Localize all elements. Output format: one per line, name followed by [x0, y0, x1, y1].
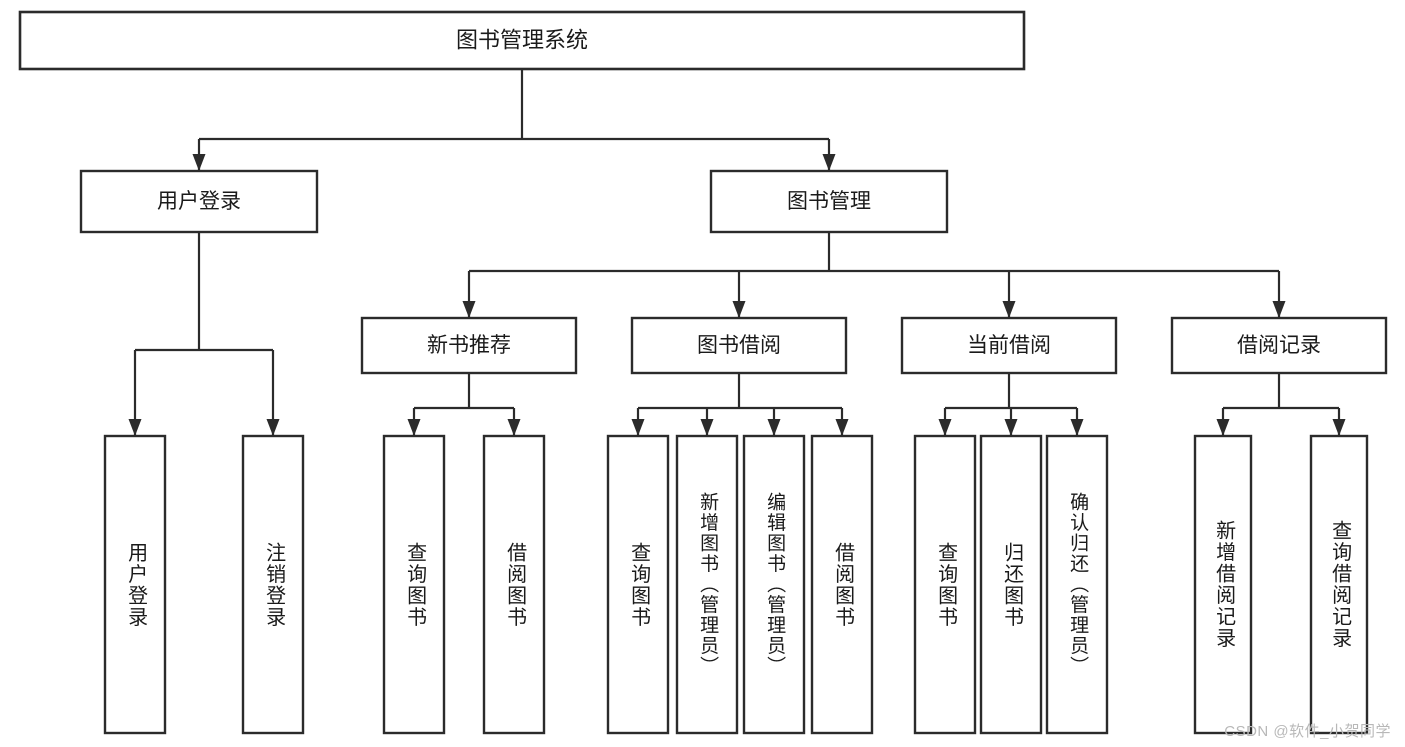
arrow-head-icon — [1070, 419, 1084, 436]
node-box-leaf-borrow-query[interactable] — [606, 434, 670, 735]
node-box-bookmgmt[interactable] — [709, 169, 949, 234]
arrow-head-icon — [700, 419, 714, 436]
node-box-leaf-user-logout[interactable] — [241, 434, 305, 735]
arrow-head-icon — [507, 419, 521, 436]
node-label-current: 当前借阅 — [967, 334, 1051, 357]
node-box-records[interactable] — [1170, 316, 1388, 375]
node-box-leaf-borrow-edit[interactable] — [742, 434, 806, 735]
node-box-leaf-newbook-query[interactable] — [382, 434, 446, 735]
arrow-head-icon — [1002, 301, 1016, 318]
node-box-leaf-newbook-borrow[interactable] — [482, 434, 546, 735]
node-box-root[interactable] — [18, 10, 1026, 71]
node-label-login: 用户登录 — [157, 190, 241, 213]
arrow-head-icon — [822, 154, 836, 171]
arrow-head-icon — [631, 419, 645, 436]
node-label-borrow: 图书借阅 — [697, 334, 781, 357]
node-box-login[interactable] — [79, 169, 319, 234]
node-label-bookmgmt: 图书管理 — [787, 190, 871, 213]
arrow-head-icon — [192, 154, 206, 171]
node-box-leaf-current-return[interactable] — [979, 434, 1043, 735]
connectors-layer — [128, 69, 1346, 436]
node-label-root: 图书管理系统 — [456, 27, 588, 52]
arrow-head-icon — [1332, 419, 1346, 436]
arrow-head-icon — [732, 301, 746, 318]
watermark: CSDN @软件_小贺同学 — [1224, 723, 1391, 740]
node-label-newbook: 新书推荐 — [427, 334, 511, 357]
node-box-leaf-current-confirm[interactable] — [1045, 434, 1109, 735]
node-label-records: 借阅记录 — [1237, 334, 1321, 357]
arrow-head-icon — [938, 419, 952, 436]
node-box-borrow[interactable] — [630, 316, 848, 375]
arrow-head-icon — [1216, 419, 1230, 436]
node-box-leaf-records-add[interactable] — [1193, 434, 1253, 735]
node-box-leaf-borrow-lend[interactable] — [810, 434, 874, 735]
arrow-head-icon — [767, 419, 781, 436]
arrow-head-icon — [266, 419, 280, 436]
arrow-head-icon — [1272, 301, 1286, 318]
node-box-leaf-user-login[interactable] — [103, 434, 167, 735]
node-box-leaf-borrow-add[interactable] — [675, 434, 739, 735]
arrow-head-icon — [128, 419, 142, 436]
node-box-leaf-current-query[interactable] — [913, 434, 977, 735]
arrow-head-icon — [462, 301, 476, 318]
arrow-head-icon — [1004, 419, 1018, 436]
node-box-leaf-records-query[interactable] — [1309, 434, 1369, 735]
arrow-head-icon — [835, 419, 849, 436]
arrow-head-icon — [407, 419, 421, 436]
node-box-newbook[interactable] — [360, 316, 578, 375]
node-box-current[interactable] — [900, 316, 1118, 375]
